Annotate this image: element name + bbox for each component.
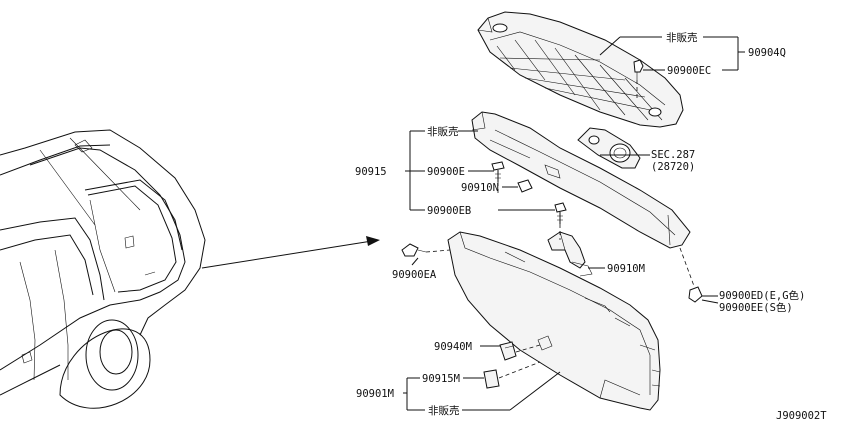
label-90940m[interactable]: 90940M [434,341,472,353]
screw-90900eb[interactable] [554,202,567,224]
part-sec287-lamp[interactable] [577,127,641,169]
label-sec287[interactable]: SEC.287 [651,149,695,161]
part-90915-finisher[interactable] [471,111,691,249]
diagram-id: J909002T [776,410,827,422]
label-not-for-sale-mid: 非販売 [427,125,459,138]
clip-90910n[interactable] [517,179,533,193]
direction-arrow [201,236,380,269]
label-90900e[interactable]: 90900E [427,166,465,178]
label-90900ec[interactable]: 90900EC [667,65,711,77]
leader-lines [403,36,745,411]
hook-90940m[interactable] [499,341,517,361]
clip-90900ea[interactable] [401,243,427,257]
label-90915[interactable]: 90915 [355,166,387,178]
label-not-for-sale-bot: 非販売 [428,404,460,417]
label-sec287-ref: (28720) [651,161,695,173]
clip-90900ed-ee[interactable] [688,286,703,303]
label-90904q[interactable]: 90904Q [748,47,786,59]
label-90900ea[interactable]: 90900EA [392,269,437,281]
bracket-90910m[interactable] [547,231,593,277]
part-90901m-back-door-panel[interactable] [447,231,661,411]
label-90910n[interactable]: 90910N [461,182,499,194]
label-90900ee[interactable]: 90900EE(S色) [719,301,793,314]
part-90904q-top-trim[interactable] [477,11,684,128]
label-not-for-sale-top: 非販売 [666,31,698,44]
part-labels: 非販売 90904Q 90900EC 非販売 90915 90900E 9091… [355,31,827,422]
vehicle-outline [0,129,206,409]
cover-90915m[interactable] [483,369,500,389]
label-90900eb[interactable]: 90900EB [427,205,471,217]
label-90900ed[interactable]: 90900ED(E,G色) [719,289,805,302]
label-90910m[interactable]: 90910M [607,263,645,275]
label-90915m[interactable]: 90915M [422,373,460,385]
label-90901m[interactable]: 90901M [356,388,394,400]
assembly-guide-lines [425,80,695,379]
clip-90900ec[interactable] [633,59,644,80]
screw-90900e[interactable] [491,161,505,182]
